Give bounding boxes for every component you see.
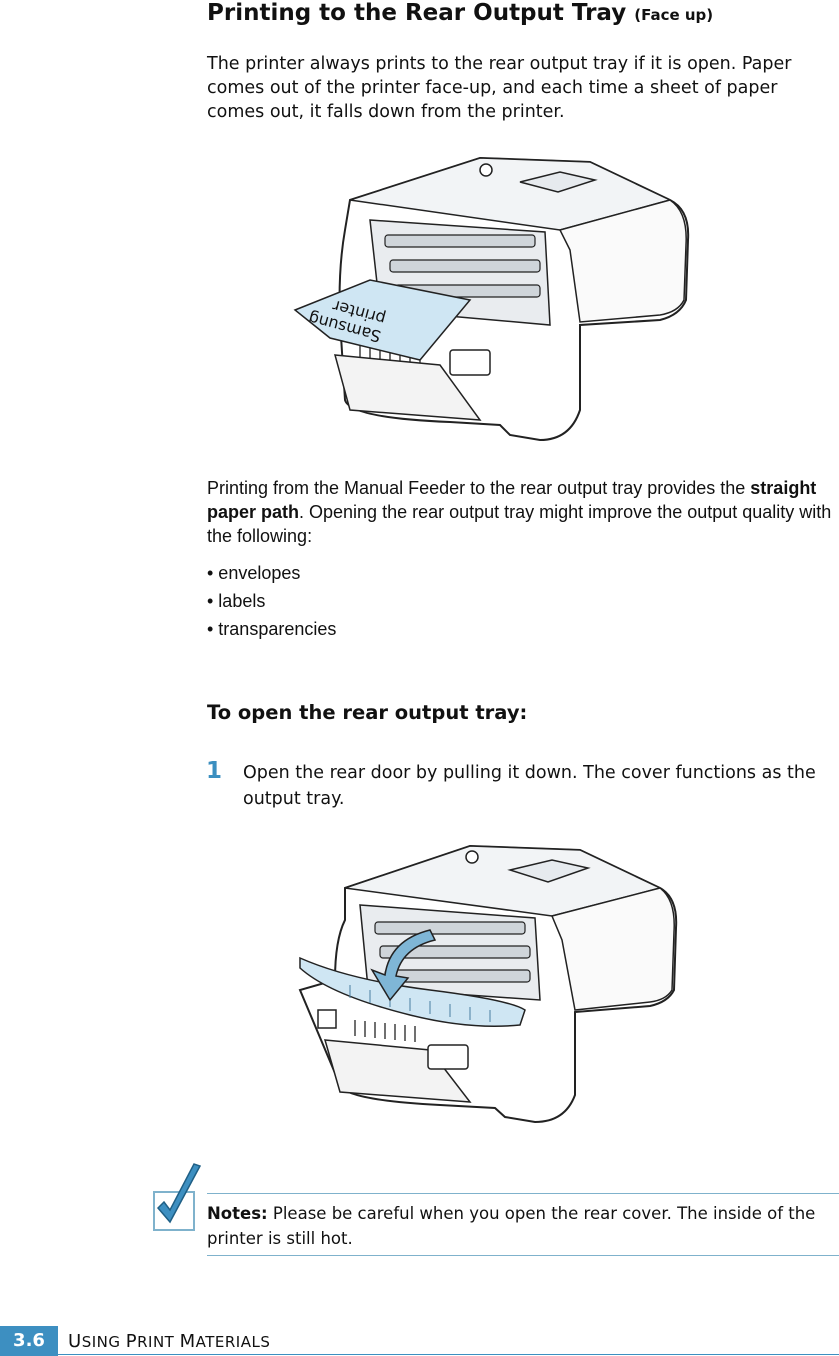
checkmark-icon (153, 1163, 202, 1231)
para2-after: . Opening the rear output tray might imp… (207, 502, 832, 546)
printer-rear-door-illustration (298, 844, 678, 1124)
para2-before: Printing from the Manual Feeder to the r… (207, 478, 751, 498)
chapter-title-part: U (68, 1331, 82, 1352)
section-title: Printing to the Rear Output Tray (Face u… (207, 0, 713, 26)
straight-path-paragraph: Printing from the Manual Feeder to the r… (207, 476, 835, 548)
procedure-heading: To open the rear output tray: (207, 701, 528, 724)
note-label: Notes: (207, 1204, 268, 1223)
intro-paragraph: The printer always prints to the rear ou… (207, 54, 792, 122)
step-number: 1 (206, 758, 223, 784)
step-text: Open the rear door by pulling it down. T… (243, 763, 816, 809)
chapter-title-part: ATERIALS (195, 1333, 271, 1351)
note-top-divider (207, 1193, 839, 1194)
page-number: 3.6 (0, 1326, 58, 1356)
chapter-title-part: SING (81, 1333, 126, 1351)
footer-rule (58, 1354, 839, 1355)
chapter-title: USING PRINT MATERIALS (68, 1331, 270, 1352)
chapter-title-part: P (125, 1331, 138, 1352)
bullet-transparencies: • transparencies (207, 619, 337, 639)
note-paragraph: Notes: Please be careful when you open t… (207, 1201, 835, 1251)
chapter-title-part: RINT (137, 1333, 180, 1351)
printer-paper-output-illustration: Samsung printer (293, 156, 690, 442)
section-title-text: Printing to the Rear Output Tray (207, 0, 627, 26)
chapter-title-part: M (179, 1331, 196, 1352)
bullet-labels: • labels (207, 591, 266, 611)
bullet-envelopes: • envelopes (207, 563, 301, 583)
note-bottom-divider (207, 1255, 839, 1256)
para2-bold: straight paper path (207, 478, 817, 522)
section-title-note: (Face up) (634, 6, 714, 24)
note-text: Please be careful when you open the rear… (207, 1204, 816, 1248)
